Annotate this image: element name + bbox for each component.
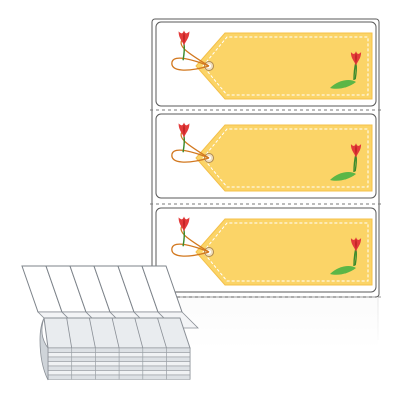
- label-2-tulip-icon-right: [330, 143, 362, 181]
- label-1-tulip-icon-left: [178, 30, 190, 61]
- label-2-tulip-head-right: [350, 143, 362, 172]
- label-1-tulip-icon-right: [330, 51, 362, 89]
- label-3-tulip-icon-right: [330, 237, 362, 275]
- label-1-string: [171, 57, 210, 71]
- label-panels: [155, 21, 377, 293]
- label-2: [155, 113, 377, 199]
- label-3: [155, 207, 377, 293]
- label-3-tulip-icon-left: [178, 216, 190, 247]
- label-2-string: [171, 149, 210, 163]
- label-2-tulip-icon-left: [178, 122, 190, 153]
- label-1: [155, 21, 377, 107]
- label-2-hang-tag-icon: [195, 124, 373, 192]
- label-3-hang-tag-icon: [195, 218, 373, 286]
- fanfold-stack-icon: [21, 265, 199, 381]
- label-3-tulip-head-right: [350, 237, 362, 266]
- label-3-string: [171, 243, 210, 257]
- label-1-tulip-head-right: [350, 51, 362, 80]
- label-1-hang-tag-icon: [195, 32, 373, 100]
- stack-middle-panel: [43, 317, 191, 349]
